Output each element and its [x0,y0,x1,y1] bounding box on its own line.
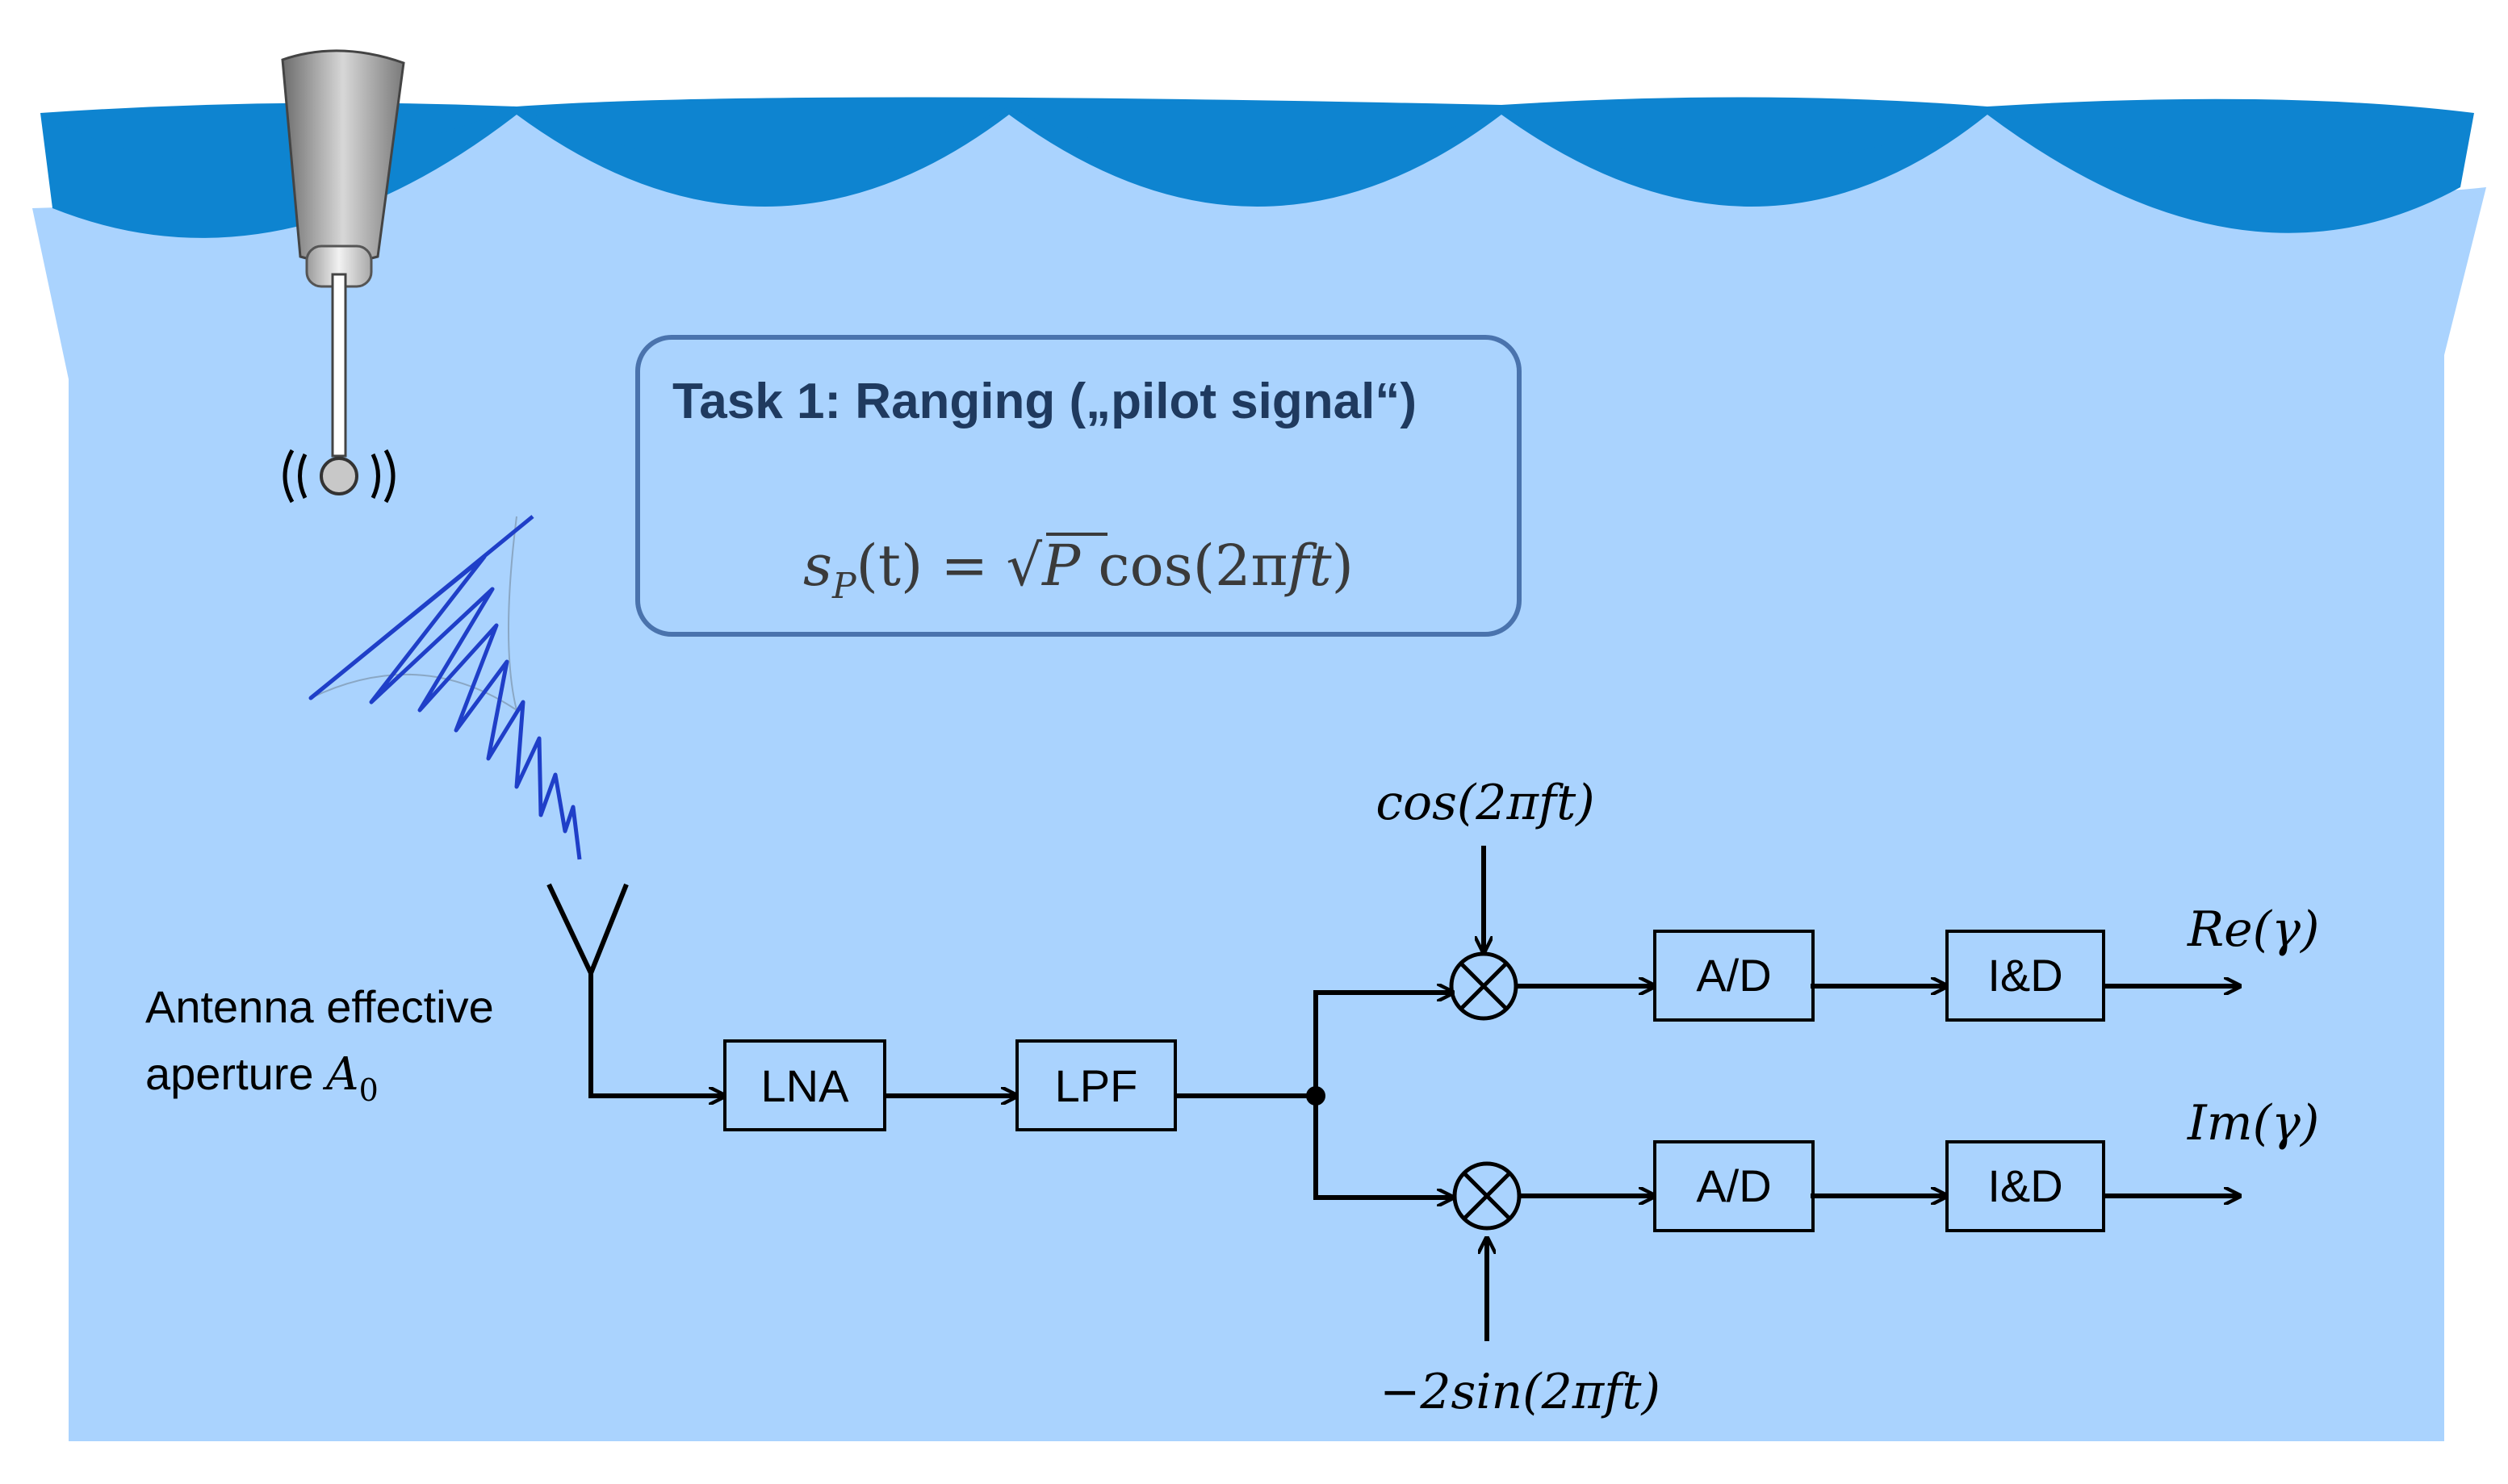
lpf-block: LPF [1015,1039,1177,1131]
ad-bottom-label: A/D [1696,1160,1771,1211]
id-bottom-label: I&D [1987,1160,2062,1211]
antenna-label-line1: Antenna effective [145,981,494,1032]
mixer-bottom-icon [1452,1161,1522,1231]
water-body [32,113,2486,1441]
osc-top-label: cos(2πft) [1375,775,1594,831]
id-top-label: I&D [1987,950,2062,1001]
ad-top-label: A/D [1696,950,1771,1001]
lpf-label: LPF [1055,1060,1138,1111]
split-junction [1306,1086,1325,1106]
wave-top-line [40,107,2474,164]
id-top-block: I&D [1945,930,2105,1022]
pilot-signal-formula: sP(t) = √P cos(2πft) [803,533,1354,607]
antenna-icon [546,883,629,1096]
transmitter-probe-icon [281,49,405,504]
task-title: Task 1: Ranging („pilot signal“) [672,374,1417,429]
output-re-label: Re(γ) [2187,901,2319,958]
lna-label: LNA [761,1060,850,1111]
ad-top-block: A/D [1653,930,1815,1022]
split-to-mixer-top [1313,993,1453,1096]
chirp-signal-icon [308,515,582,860]
chirp-wave [308,515,582,860]
split-to-mixer-bottom [1313,1096,1453,1198]
task-box [635,335,1522,637]
antenna-label-line2: aperture A0 [145,1048,379,1108]
id-bottom-block: I&D [1945,1140,2105,1232]
lna-block: LNA [723,1039,886,1131]
output-im-label: Im(γ) [2187,1095,2319,1152]
mixer-top-icon [1449,951,1518,1021]
ad-bottom-block: A/D [1653,1140,1815,1232]
osc-bottom-label: −2sin(2πft) [1380,1364,1660,1420]
signal-lines [588,846,2240,1341]
